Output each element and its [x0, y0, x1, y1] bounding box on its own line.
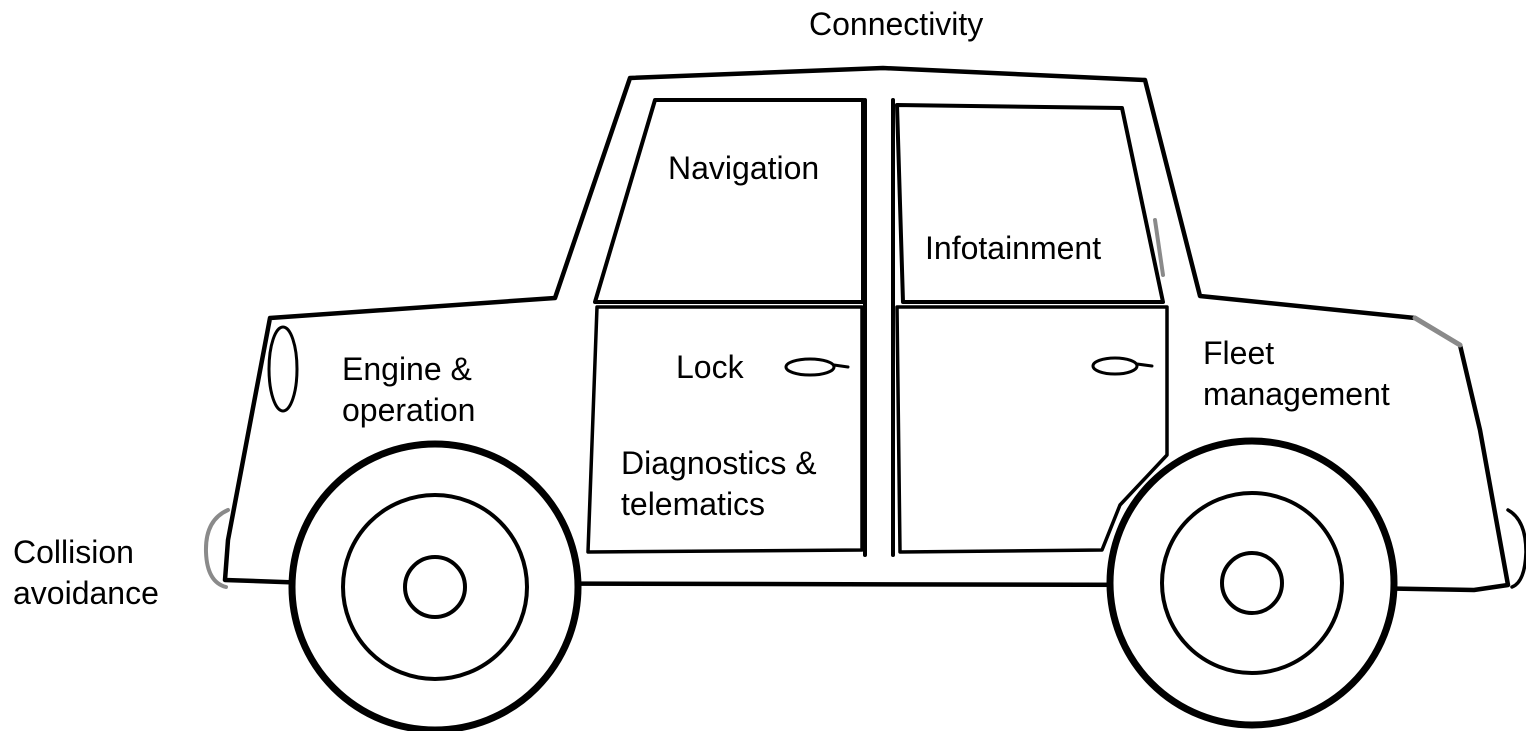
label-diagnostics-telematics: Diagnostics & telematics [621, 443, 817, 525]
label-collision-line1: Collision [13, 534, 134, 570]
rear-wheel-hub [1220, 551, 1284, 615]
b-pillar [863, 98, 895, 557]
rear-window [895, 103, 1165, 304]
label-collision-avoidance: Collision avoidance [13, 532, 159, 614]
car-body-outline [222, 65, 1511, 593]
label-diagnostics-line1: Diagnostics & [621, 445, 817, 481]
label-lock: Lock [676, 349, 744, 385]
headlight [267, 325, 299, 413]
rear-door [895, 305, 1169, 554]
front-door [586, 305, 864, 554]
front-wheel-hub [403, 555, 467, 619]
front-window [593, 98, 865, 304]
label-infotainment: Infotainment [925, 230, 1102, 266]
label-connectivity: Connectivity [809, 6, 984, 42]
label-navigation: Navigation [668, 150, 820, 186]
front-door-handle [784, 357, 836, 377]
front-bumper [203, 508, 230, 589]
rear-door-handle [1091, 356, 1139, 376]
label-fleet-management: Fleet management [1203, 333, 1390, 415]
label-fleet-line1: Fleet [1203, 335, 1275, 371]
label-engine-line2: operation [342, 392, 476, 428]
label-diagnostics-line2: telematics [621, 486, 766, 522]
label-fleet-line2: management [1203, 376, 1390, 412]
rear-bumper [1506, 508, 1526, 589]
label-engine-line1: Engine & [342, 351, 472, 387]
label-engine-operation: Engine & operation [342, 349, 475, 431]
label-collision-line2: avoidance [13, 575, 159, 611]
